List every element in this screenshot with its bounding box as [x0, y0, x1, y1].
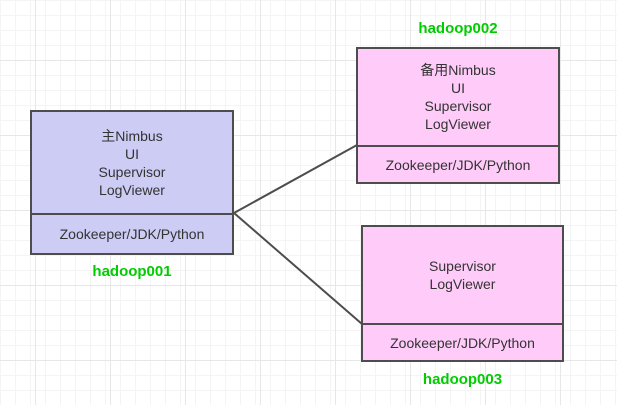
service-line: 备用Nimbus — [420, 62, 496, 78]
node-hadoop002[interactable]: 备用Nimbus UI Supervisor LogViewer Zookeep… — [356, 47, 560, 184]
service-line: 主Nimbus — [101, 127, 163, 144]
hostname-label-hadoop002: hadoop002 — [418, 20, 498, 37]
connector-hadoop001-hadoop003[interactable] — [233, 212, 363, 325]
service-line: LogViewer — [425, 116, 491, 132]
service-line: Supervisor — [98, 163, 166, 180]
service-line: LogViewer — [99, 181, 165, 198]
node-hadoop002-services: 备用Nimbus UI Supervisor LogViewer — [358, 49, 558, 145]
node-hadoop001-services: 主Nimbus UI Supervisor LogViewer — [32, 112, 232, 213]
node-hadoop003[interactable]: Supervisor LogViewer Zookeeper/JDK/Pytho… — [361, 225, 564, 362]
node-hadoop003-services: Supervisor LogViewer — [363, 227, 562, 323]
connector-hadoop001-hadoop002[interactable] — [233, 144, 358, 214]
service-line: UI — [125, 145, 139, 162]
node-hadoop001-runtime: Zookeeper/JDK/Python — [32, 213, 232, 253]
node-hadoop003-runtime: Zookeeper/JDK/Python — [363, 323, 562, 360]
hostname-label-hadoop001: hadoop001 — [92, 263, 172, 280]
service-line: LogViewer — [429, 276, 496, 292]
service-line: Supervisor — [429, 258, 496, 274]
node-hadoop001[interactable]: 主Nimbus UI Supervisor LogViewer Zookeepe… — [30, 110, 234, 255]
hostname-label-hadoop003: hadoop003 — [422, 371, 503, 388]
service-line: UI — [451, 80, 465, 96]
node-hadoop002-runtime: Zookeeper/JDK/Python — [358, 145, 558, 182]
service-line: Supervisor — [424, 98, 492, 114]
